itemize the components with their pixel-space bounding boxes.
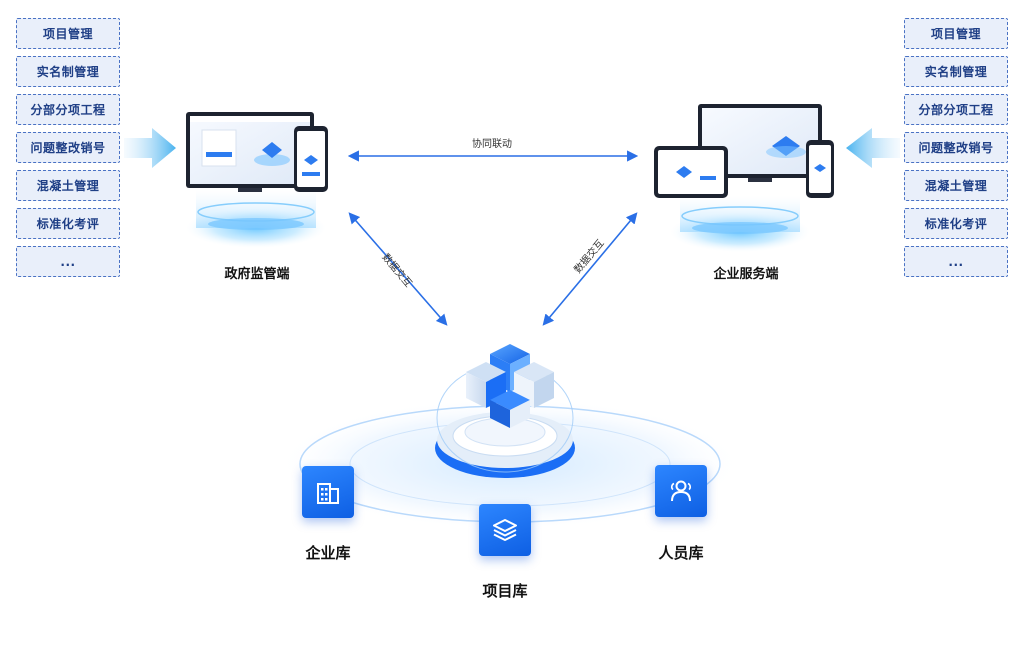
left-menu-item[interactable]: 分部分项工程 [16, 94, 120, 125]
right-menu-item[interactable]: 实名制管理 [904, 56, 1008, 87]
personnel-db-label: 人员库 [658, 544, 704, 562]
enterprise-db-label: 企业库 [305, 544, 351, 562]
right-menu-item[interactable]: 分部分项工程 [904, 94, 1008, 125]
data-arrow-left [348, 212, 448, 326]
collab-label: 协同联动 [472, 139, 512, 150]
gov-terminal [186, 112, 328, 248]
data-arrow-right [542, 212, 638, 326]
project-db-tile[interactable] [479, 504, 531, 556]
enterprise-db-tile[interactable] [302, 466, 354, 518]
right-menu-item[interactable]: 标准化考评 [904, 208, 1008, 239]
layers-icon [493, 519, 517, 541]
building-icon [317, 483, 339, 504]
enterprise-terminal [654, 104, 834, 252]
left-feature-menu: 项目管理 实名制管理 分部分项工程 问题整改销号 混凝土管理 标准化考评 ... [16, 18, 120, 284]
left-menu-item[interactable]: 问题整改销号 [16, 132, 120, 163]
right-menu-item[interactable]: 混凝土管理 [904, 170, 1008, 201]
left-menu-item[interactable]: 混凝土管理 [16, 170, 120, 201]
project-db-label: 项目库 [482, 582, 528, 600]
left-menu-item-more[interactable]: ... [16, 246, 120, 277]
right-menu-item-more[interactable]: ... [904, 246, 1008, 277]
right-feature-menu: 项目管理 实名制管理 分部分项工程 问题整改销号 混凝土管理 标准化考评 ... [904, 18, 1008, 284]
right-menu-item[interactable]: 项目管理 [904, 18, 1008, 49]
right-feed-arrow [846, 128, 900, 168]
enterprise-terminal-label: 企业服务端 [713, 267, 779, 282]
left-feed-arrow [124, 128, 176, 168]
personnel-db-tile[interactable] [655, 465, 707, 517]
left-menu-item[interactable]: 实名制管理 [16, 56, 120, 87]
gov-terminal-label: 政府监管端 [224, 267, 290, 282]
people-icon [670, 480, 692, 502]
right-menu-item[interactable]: 问题整改销号 [904, 132, 1008, 163]
left-menu-item[interactable]: 标准化考评 [16, 208, 120, 239]
left-menu-item[interactable]: 项目管理 [16, 18, 120, 49]
